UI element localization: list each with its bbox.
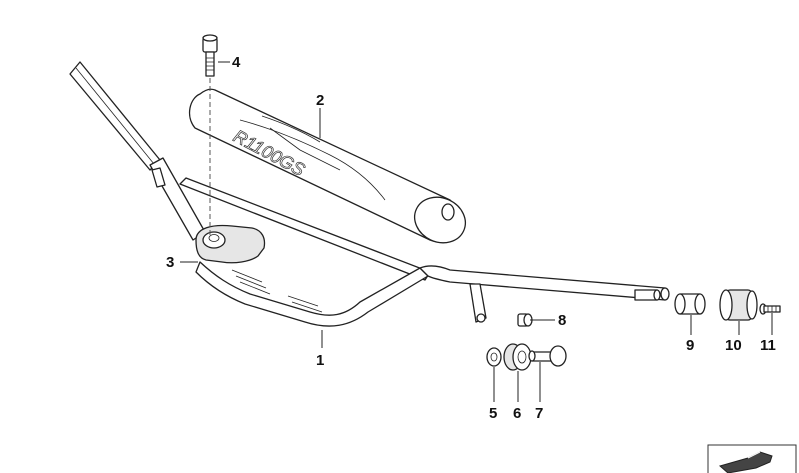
callout-6: 6	[513, 405, 521, 422]
washer-5[interactable]	[486, 347, 502, 367]
callout-2: 2	[316, 92, 324, 109]
arrow-block-icon	[707, 444, 797, 473]
screw-11[interactable]	[759, 303, 781, 315]
bushing-6[interactable]	[503, 343, 532, 371]
bolt-4[interactable]	[202, 34, 218, 77]
leader-lines	[180, 61, 773, 402]
handlebar-tube[interactable]	[69, 61, 670, 327]
sleeve-9[interactable]	[674, 293, 706, 315]
callout-8: 8	[558, 312, 566, 329]
callout-4: 4	[232, 54, 241, 71]
bar-end-weight-10[interactable]	[719, 289, 758, 321]
callout-11: 11	[760, 337, 776, 354]
callout-9: 9	[686, 337, 694, 354]
callout-1: 1	[316, 352, 324, 369]
clamp[interactable]	[195, 224, 266, 264]
bolt-7[interactable]	[528, 345, 567, 367]
callout-10: 10	[725, 337, 742, 354]
callout-3: 3	[166, 254, 174, 271]
callout-7: 7	[535, 405, 543, 422]
callout-5: 5	[489, 405, 497, 422]
grommet-8[interactable]	[517, 313, 533, 327]
